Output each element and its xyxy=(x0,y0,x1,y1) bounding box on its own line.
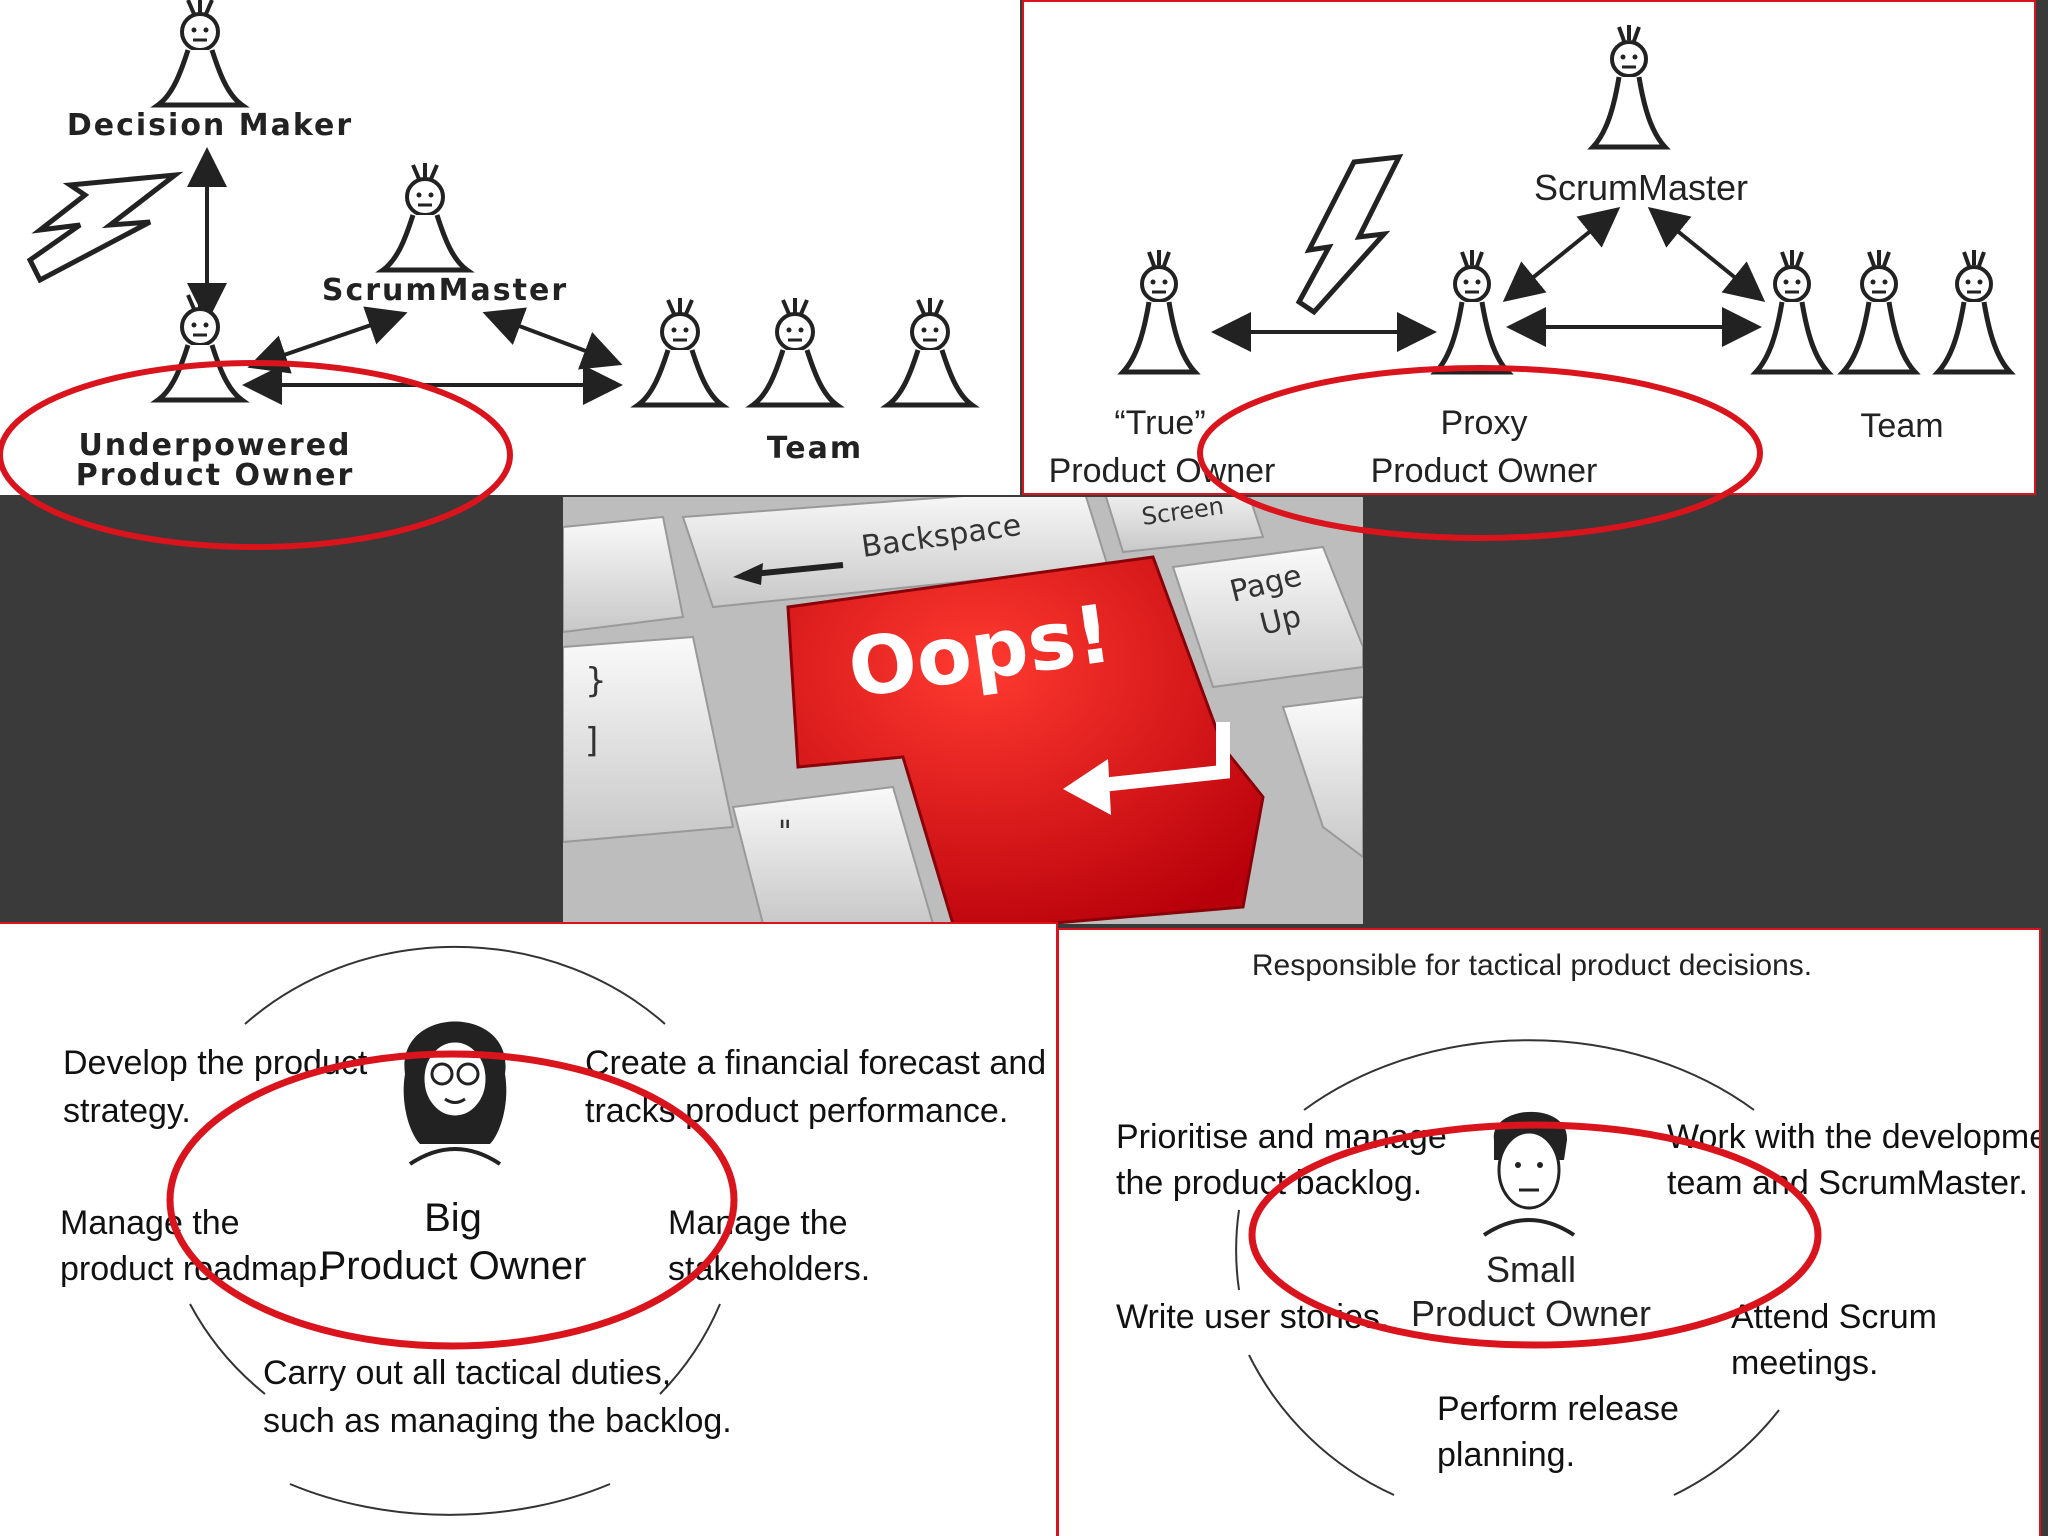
team-member-figure xyxy=(638,298,722,405)
small-po-center-line1: Small xyxy=(1486,1249,1576,1290)
big-po-duty-mr-1: Manage the xyxy=(668,1204,848,1242)
small-po-diagram: Responsible for tactical product decisio… xyxy=(1057,928,2041,1536)
oops-key xyxy=(786,555,1265,924)
big-po-center-line1: Big xyxy=(424,1196,482,1240)
team-member-figure xyxy=(1756,250,1828,372)
scrummaster-figure xyxy=(1593,25,1665,147)
team-member-figure xyxy=(753,298,837,405)
po-label-line2: Product Owner xyxy=(76,458,355,493)
page-up-key xyxy=(1171,545,1363,689)
bracket-key-label: ] xyxy=(585,721,598,761)
team-member-figure xyxy=(1843,250,1915,372)
team-label: Team xyxy=(767,431,863,466)
big-po-duty-tr-2: tracks product performance. xyxy=(585,1092,1008,1130)
scrummaster-label: ScrumMaster xyxy=(322,273,568,308)
po-figure xyxy=(158,293,242,400)
small-po-duty-b-2: planning. xyxy=(1437,1436,1575,1474)
small-po-duty-b-1: Perform release xyxy=(1437,1390,1679,1428)
true-po-label-line2: Product Owner xyxy=(1049,452,1276,490)
team-member-figure xyxy=(1938,250,2010,372)
big-po-duty-tl-1: Develop the product xyxy=(63,1044,368,1082)
small-po-duty-tl-2: the product backlog. xyxy=(1116,1164,1422,1202)
proxy-po-label-line2: Product Owner xyxy=(1371,452,1598,490)
big-po-duty-tr-1: Create a financial forecast and xyxy=(585,1044,1046,1082)
big-po-duty-b-2: such as managing the backlog. xyxy=(263,1402,732,1440)
small-po-title: Responsible for tactical product decisio… xyxy=(1252,949,1812,982)
scrummaster-label: ScrumMaster xyxy=(1534,167,1748,208)
small-po-duty-ml: Write user stories. xyxy=(1116,1298,1389,1336)
team-label: Team xyxy=(1860,407,1943,445)
big-po-diagram: Big Product Owner Develop the product st… xyxy=(0,922,1058,1536)
big-po-duty-b-1: Carry out all tactical duties, xyxy=(263,1354,671,1392)
proxy-po-figure xyxy=(1436,250,1508,372)
big-po-duty-tl-2: strategy. xyxy=(63,1092,191,1130)
true-po-label-line1: “True” xyxy=(1114,404,1205,442)
proxy-po-label-line1: Proxy xyxy=(1441,404,1528,442)
lightning-icon xyxy=(1295,154,1404,316)
big-po-avatar xyxy=(403,1021,507,1166)
big-po-duty-mr-2: stakeholders. xyxy=(668,1250,870,1288)
decision-maker-label: Decision Maker xyxy=(67,108,353,143)
brace-key-label: } xyxy=(585,661,607,701)
small-po-duty-tl-1: Prioritise and manage xyxy=(1116,1118,1447,1156)
small-po-duty-tr-2: team and ScrumMaster. xyxy=(1667,1164,2028,1202)
proxy-po-diagram: ScrumMaster “True” Product Owner Proxy P… xyxy=(1022,0,2036,495)
lightning-icon xyxy=(26,171,184,284)
scrummaster-figure xyxy=(383,163,467,270)
small-po-center-line2: Product Owner xyxy=(1411,1293,1651,1334)
big-po-duty-ml-1: Manage the xyxy=(60,1204,240,1242)
big-po-center-line2: Product Owner xyxy=(320,1244,587,1288)
true-po-figure xyxy=(1123,250,1195,372)
small-po-duty-mr-1: Attend Scrum xyxy=(1731,1298,1937,1336)
quote-key-label: " xyxy=(778,815,792,850)
underpowered-po-diagram: Decision Maker ScrumMaster Underpowered … xyxy=(0,0,1020,495)
big-po-duty-ml-2: product roadmap. xyxy=(60,1250,327,1288)
small-po-avatar xyxy=(1482,1111,1576,1237)
small-po-duty-tr-1: Work with the development xyxy=(1667,1118,2041,1156)
oops-keyboard-photo: Backspace Screen Page Up } ] " Oops! xyxy=(563,497,1363,924)
small-po-duty-mr-2: meetings. xyxy=(1731,1344,1878,1382)
decision-maker-figure xyxy=(158,0,242,105)
team-member-figure xyxy=(888,298,972,405)
